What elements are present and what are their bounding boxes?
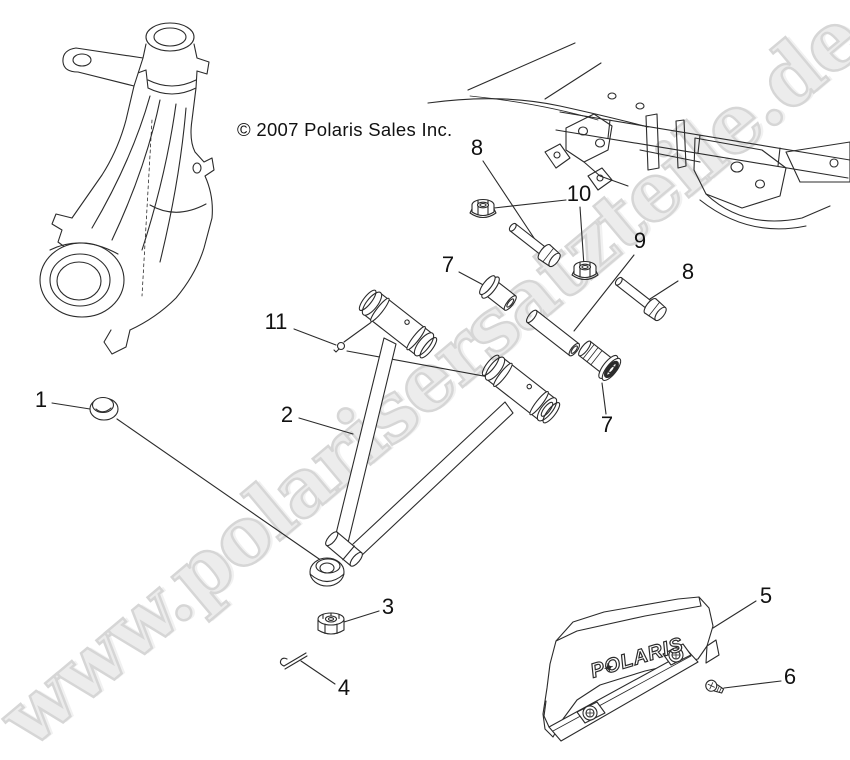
- screw: [705, 679, 725, 694]
- callout-3: 3: [381, 594, 395, 619]
- ball-joint: [309, 557, 345, 587]
- hex-bolt: [614, 276, 667, 322]
- callout-6: 6: [783, 664, 797, 689]
- flange-nut: [469, 198, 497, 219]
- pivot-bushing: [479, 275, 517, 311]
- callout-1: 1: [34, 387, 48, 412]
- dust-cup: [89, 396, 119, 421]
- callout-7: 7: [441, 252, 455, 277]
- callout-2: 2: [280, 402, 294, 427]
- pivot-bushing-ribbed: [578, 340, 622, 382]
- cotter-pin: [279, 652, 308, 670]
- leader-lines: [51, 160, 782, 689]
- a-arm-drawing: [309, 289, 561, 587]
- guard-drawing: [542, 596, 720, 742]
- callout-5: 5: [759, 583, 773, 608]
- grease-fitting: [333, 341, 346, 353]
- callout-10: 10: [566, 181, 592, 206]
- rear-pivot-tube: [481, 354, 561, 424]
- frame-drawing: [427, 42, 850, 230]
- knuckle-drawing: [39, 22, 215, 355]
- sleeve-spacer: [525, 309, 581, 357]
- callout-4: 4: [337, 675, 351, 700]
- flange-nut: [571, 260, 599, 281]
- callout-8: 8: [470, 135, 484, 160]
- callout-8: 8: [681, 259, 695, 284]
- callout-11: 11: [264, 309, 288, 334]
- callout-7: 7: [600, 412, 614, 437]
- castle-nut: [317, 612, 345, 635]
- front-pivot-tube: [358, 289, 438, 359]
- callout-9: 9: [633, 228, 647, 253]
- clevis: [325, 531, 363, 567]
- copyright-text: © 2007 Polaris Sales Inc.: [237, 119, 453, 140]
- hex-bolt: [508, 222, 561, 268]
